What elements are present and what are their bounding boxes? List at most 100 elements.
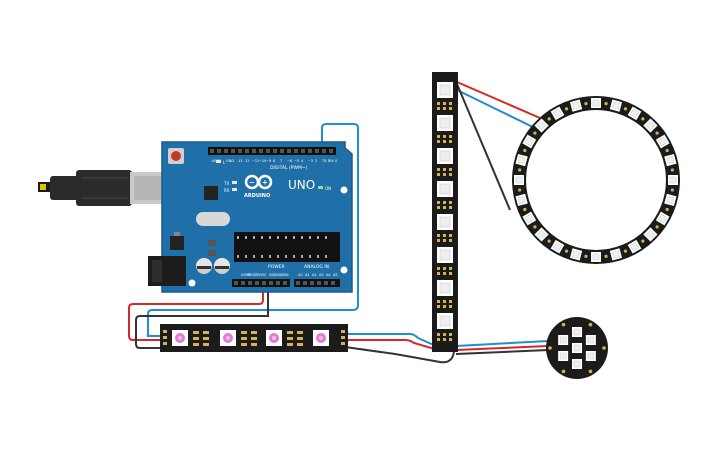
- capacitor-icon: [196, 258, 212, 274]
- neopixel-led[interactable]: [515, 153, 528, 167]
- power-wire-red-ring[interactable]: [456, 81, 541, 119]
- neopixel-led[interactable]: [572, 327, 582, 337]
- power-header[interactable]: [232, 279, 290, 287]
- neopixel-led[interactable]: [668, 175, 678, 185]
- analog-header[interactable]: [294, 279, 340, 287]
- ring-pad-icon: [584, 102, 588, 106]
- capacitor-icon: [214, 258, 230, 274]
- neopixel-led[interactable]: [664, 193, 677, 207]
- neopixel-led[interactable]: [550, 239, 565, 254]
- neopixel-led[interactable]: [569, 99, 583, 112]
- ground-wire-black-arduino[interactable]: [135, 282, 269, 349]
- neopixel-led[interactable]: [627, 106, 642, 121]
- digital-pin-label: 4: [301, 159, 304, 163]
- neopixel-led[interactable]: [437, 214, 453, 242]
- power-wire-red-arduino[interactable]: [128, 282, 264, 341]
- neopixel-led[interactable]: [313, 330, 329, 346]
- neopixel-strip-vertical[interactable]: [432, 72, 458, 352]
- neopixel-led[interactable]: [550, 106, 565, 121]
- usb-cable[interactable]: [38, 170, 168, 206]
- ring-pad-icon: [533, 225, 537, 229]
- neopixel-led[interactable]: [437, 280, 453, 308]
- analog-pin-label: A4: [326, 273, 331, 277]
- data-wire-blue[interactable]: [147, 123, 359, 337]
- power-wire-red-strip[interactable]: [345, 339, 439, 351]
- digital-pin-label: 12: [245, 159, 249, 163]
- neopixel-led[interactable]: [643, 118, 658, 133]
- ring-pad-icon: [655, 131, 659, 135]
- digital-header[interactable]: [208, 147, 336, 155]
- neopixel-led[interactable]: [569, 248, 583, 261]
- dc-barrel-jack[interactable]: [148, 256, 186, 286]
- neopixel-led[interactable]: [437, 148, 453, 176]
- neopixel-led[interactable]: [591, 98, 601, 108]
- arduino-uno-board[interactable]: AREF GND 13 12 ~11 ~10 ~9 8 7 ~6 ~5 4 ~3…: [148, 141, 353, 293]
- ring-pad-icon: [564, 107, 569, 111]
- usb-chip-icon: [204, 186, 218, 200]
- neopixel-led[interactable]: [172, 330, 209, 346]
- neopixel-led[interactable]: [664, 153, 677, 167]
- data-wire-blue-jewel[interactable]: [455, 340, 549, 347]
- svg-text:+: +: [262, 179, 268, 187]
- crystal-oscillator-icon: [196, 212, 230, 226]
- neopixel-jewel[interactable]: [546, 317, 608, 379]
- neopixel-led[interactable]: [591, 252, 601, 262]
- neopixel-led[interactable]: [515, 193, 528, 207]
- neopixel-led[interactable]: [437, 247, 453, 275]
- neopixel-led[interactable]: [437, 115, 453, 143]
- ground-wire-black-strip[interactable]: [344, 346, 455, 364]
- ring-pad-icon: [533, 131, 537, 135]
- neopixel-led[interactable]: [655, 211, 670, 226]
- neopixel-led[interactable]: [534, 227, 549, 242]
- neopixel-ring-24[interactable]: [512, 96, 680, 264]
- reset-button[interactable]: [168, 148, 184, 164]
- neopixel-strip-horizontal[interactable]: [160, 324, 348, 352]
- neopixel-led[interactable]: [609, 248, 623, 261]
- neopixel-led[interactable]: [437, 82, 453, 110]
- ring-pad-icon: [523, 207, 527, 212]
- ground-wire-black-ring[interactable]: [456, 83, 511, 211]
- power-wire-red-jewel[interactable]: [455, 345, 549, 351]
- neopixel-led[interactable]: [609, 99, 623, 112]
- neopixel-led[interactable]: [655, 134, 670, 149]
- digital-pin-label: ~10: [259, 159, 266, 163]
- ring-pad-icon: [518, 168, 522, 172]
- neopixel-led[interactable]: [220, 330, 257, 346]
- mounting-hole-icon: [188, 279, 196, 287]
- analog-pin-label: A2: [312, 273, 317, 277]
- digital-pin-label: 7: [280, 159, 282, 163]
- ring-pad-icon: [655, 225, 659, 229]
- neopixel-led[interactable]: [572, 359, 582, 369]
- atmega-chip[interactable]: [234, 232, 340, 262]
- neopixel-led[interactable]: [437, 313, 453, 341]
- neopixel-led[interactable]: [514, 175, 524, 185]
- ring-pad-icon: [623, 249, 628, 253]
- neopixel-led[interactable]: [627, 239, 642, 254]
- neopixel-led[interactable]: [534, 118, 549, 133]
- neopixel-led[interactable]: [558, 351, 569, 361]
- ring-pad-icon: [670, 168, 674, 172]
- neopixel-led[interactable]: [522, 211, 537, 226]
- strip-pads: [163, 330, 345, 345]
- ring-pad-icon: [641, 239, 645, 243]
- arduino-logo: − + ARDUINO: [244, 174, 273, 199]
- neopixel-led[interactable]: [572, 343, 582, 353]
- neopixel-led[interactable]: [266, 330, 303, 346]
- jewel-pad-icon: [561, 369, 566, 374]
- power-pin-label: 3.3V: [255, 273, 263, 277]
- analog-label: ANALOG IN: [304, 264, 329, 270]
- ground-wire-black-jewel[interactable]: [455, 349, 549, 355]
- neopixel-led[interactable]: [585, 335, 596, 345]
- neopixel-led[interactable]: [643, 227, 658, 242]
- l-led-icon: [216, 160, 221, 163]
- neopixel-led[interactable]: [522, 134, 537, 149]
- neopixel-led[interactable]: [437, 181, 453, 209]
- wires: [128, 81, 673, 364]
- data-wire-blue-strip[interactable]: [345, 333, 437, 347]
- neopixel-led[interactable]: [558, 335, 569, 345]
- ring-pad-icon: [518, 188, 522, 192]
- neopixel-led[interactable]: [585, 351, 596, 361]
- jewel-pad-icon: [588, 369, 593, 374]
- analog-pin-label: A1: [305, 273, 310, 277]
